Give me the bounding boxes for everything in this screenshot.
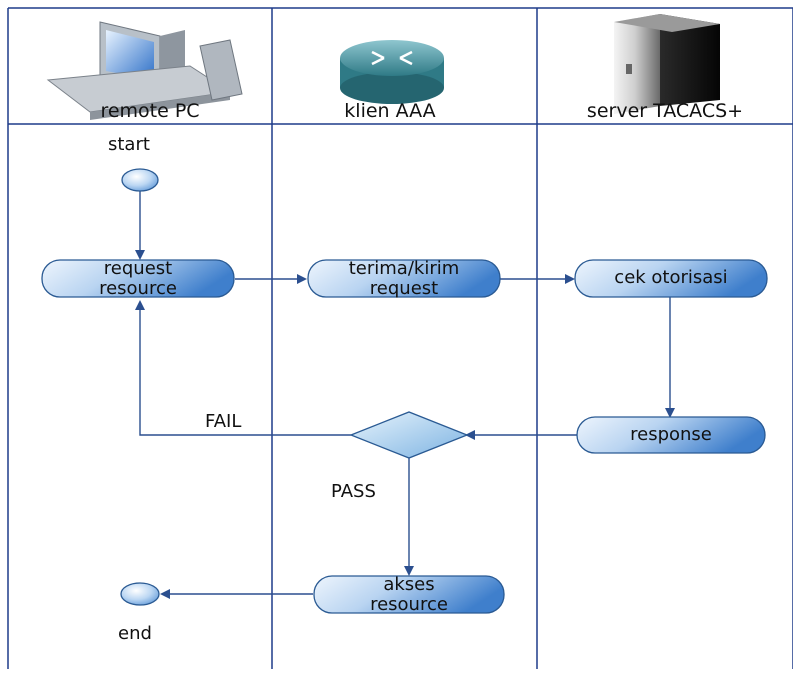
fail-label: FAIL: [205, 411, 242, 432]
start-node: [121, 168, 159, 192]
lane-title-server-tacacs: server TACACS+: [586, 100, 744, 122]
edge-fail: [135, 300, 351, 436]
desktop-computer-icon: [46, 21, 243, 120]
node-request-resource: [41, 259, 235, 298]
node-akses-resource: [313, 575, 505, 614]
swimlane-grid: [7, 7, 793, 669]
node-response: [576, 416, 766, 454]
start-label: start: [108, 134, 150, 155]
end-label: end: [118, 623, 152, 644]
lane-title-klien-aaa: klien AAA: [344, 100, 436, 122]
router-icon: [340, 40, 444, 104]
server-tower-icon: [614, 14, 720, 114]
node-cek-otorisasi: [574, 259, 768, 298]
decision-diamond: [349, 411, 469, 459]
response-label: response: [630, 424, 712, 445]
terima-kirim-label: terima/kirim request: [348, 258, 460, 299]
request-resource-label: request resource: [99, 258, 177, 299]
pass-label: PASS: [331, 481, 376, 502]
flow-edges: [135, 191, 675, 599]
cek-otorisasi-label: cek otorisasi: [614, 267, 728, 288]
lane-title-remote-pc: remote PC: [100, 100, 200, 122]
node-terima-kirim: [307, 259, 501, 298]
end-node: [120, 582, 160, 606]
akses-resource-label: akses resource: [370, 574, 448, 615]
